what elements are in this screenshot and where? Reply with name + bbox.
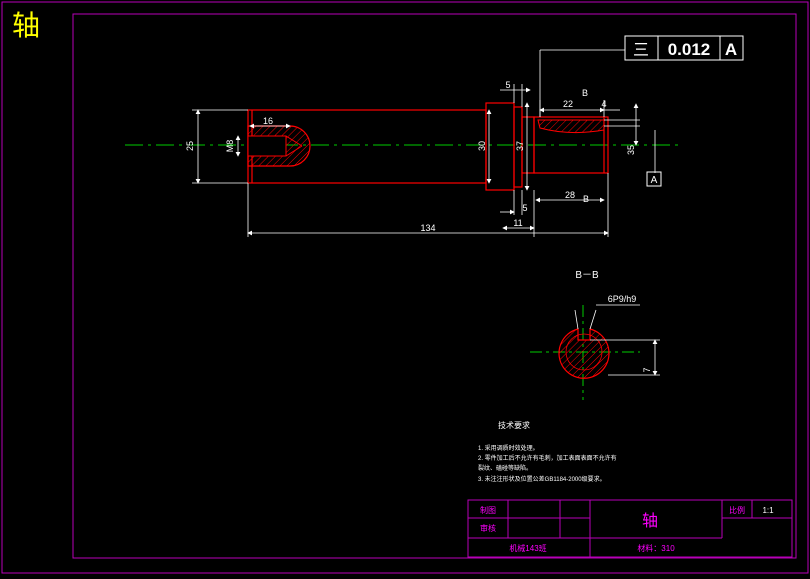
dim-25: 25 [185, 141, 195, 151]
section-dims [574, 304, 660, 376]
dim-b-bot: B [583, 194, 589, 204]
tolerance-datum: A [725, 40, 737, 59]
datum-label: A [651, 175, 658, 186]
dim-16: 16 [263, 116, 273, 126]
tb-part-name: 轴 [642, 512, 658, 530]
drawing-title: 轴 [12, 9, 41, 42]
tech-line-1: 1. 采用调质时效处理。 [478, 444, 539, 452]
tech-line-3: 裂纹、磕碰等缺陷。 [478, 464, 532, 472]
tb-class: 机械143班 [509, 543, 546, 553]
dim-37: 37 [515, 141, 525, 151]
thread-hole-bore [247, 135, 287, 157]
tech-line-4: 3. 未注注形状及位置公差GB1184-2000级要求。 [478, 475, 606, 483]
tech-line-2: 2. 零件加工后不允许有毛刺，加工表面表面不允许有 [478, 454, 617, 462]
title-block [467, 499, 793, 558]
inner-border [72, 13, 797, 559]
dim-m8: M8 [225, 140, 235, 153]
datum-box [646, 171, 662, 187]
section-depth-dim: 7 [642, 367, 652, 372]
thread-hole-tip-2 [285, 145, 303, 157]
dimension-lines [192, 49, 656, 237]
tolerance-symbol: 三 [633, 42, 649, 59]
section-title: B－B [575, 270, 599, 281]
tb-material: 材料：310 [637, 543, 675, 553]
dim-28: 28 [565, 190, 575, 200]
dim-4: 4 [601, 99, 606, 109]
tb-checked: 审核 [480, 523, 496, 533]
dim-b-top: B [582, 88, 588, 98]
tolerance-frame: 三 0.012 A [624, 35, 744, 61]
dim-134: 134 [420, 223, 435, 233]
tolerance-value: 0.012 [668, 40, 711, 59]
tb-drawn: 制图 [480, 505, 496, 515]
thread-hole-tip [285, 135, 303, 147]
shaft-outline [247, 102, 609, 191]
dim-11: 11 [513, 218, 522, 228]
section-inner-circle [565, 333, 603, 371]
dim-5-bot: 5 [522, 203, 527, 213]
section-key-dim: 6P9/h9 [608, 294, 637, 304]
dim-35: 35 [626, 145, 636, 155]
dim-22: 22 [563, 99, 573, 109]
dim-5-top: 5 [505, 80, 510, 90]
keyway-section [537, 119, 605, 134]
tech-heading: 技术要求 [498, 420, 530, 430]
section-circle [558, 328, 610, 379]
tb-scale-label: 比例 [729, 505, 745, 515]
dim-30: 30 [477, 141, 487, 151]
tb-scale-value: 1:1 [762, 506, 774, 515]
